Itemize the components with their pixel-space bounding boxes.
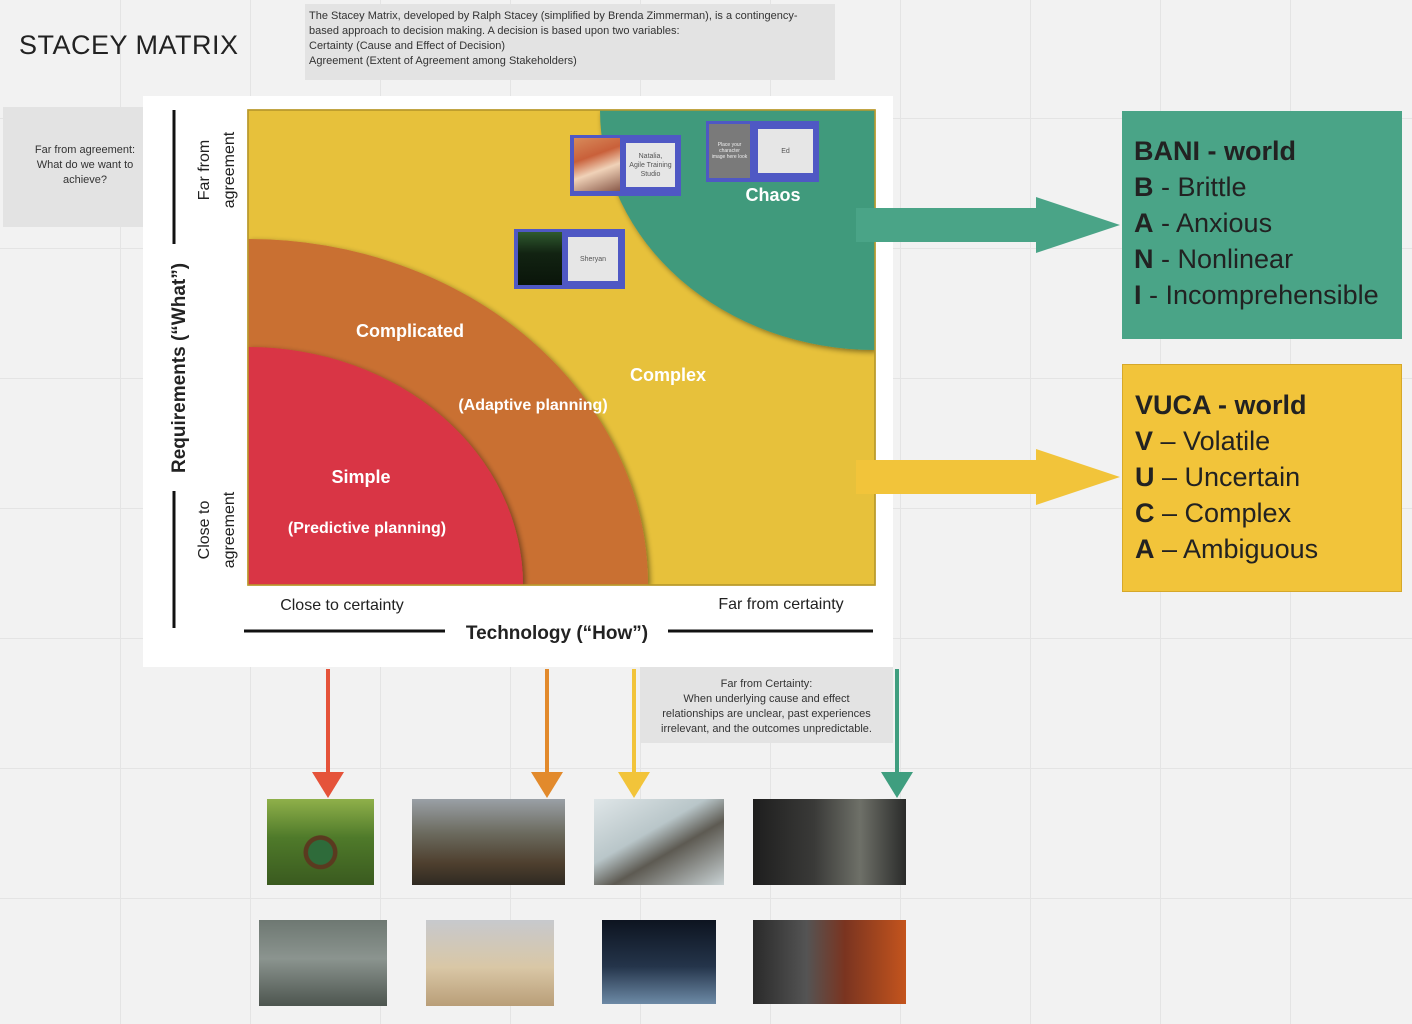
y-axis-title: Requirements (“What”) — [169, 263, 190, 473]
participant-name: Natalia, Agile Training Studio — [626, 143, 675, 187]
vuca-item: C – Complex — [1135, 498, 1292, 528]
simple-label: Simple — [331, 467, 390, 487]
bani-heading: BANI - world — [1134, 136, 1296, 166]
x-axis-title: Technology (“How”) — [466, 623, 648, 644]
certainty-note-line: Far from Certainty: — [720, 678, 813, 690]
x-axis-left-label: Close to certainty — [280, 597, 404, 614]
y-axis-bottom-label-line2: agreement — [221, 491, 238, 568]
droids-desert-image[interactable] — [426, 920, 554, 1006]
chaos-label: Chaos — [745, 185, 800, 205]
participant-name: Ed — [758, 129, 813, 173]
complex-label: Complex — [630, 365, 706, 385]
complicated-label: Complicated — [356, 321, 464, 341]
y-axis-top-label-line1: Far from — [196, 140, 213, 200]
certainty-note-line: When underlying cause and effect — [683, 693, 850, 705]
participant-avatar — [518, 232, 562, 285]
participant-card[interactable]: Natalia, Agile Training Studio — [570, 135, 681, 196]
hobbits-group-image[interactable] — [412, 799, 565, 885]
bani-arrow[interactable] — [856, 197, 1120, 253]
orange-down-arrow[interactable] — [531, 669, 563, 798]
certainty-sticky-note[interactable]: Far from Certainty: When underlying caus… — [640, 667, 893, 743]
bani-item: N - Nonlinear — [1134, 244, 1294, 274]
vuca-item: U – Uncertain — [1135, 462, 1301, 492]
fell-beast-image[interactable] — [594, 799, 724, 885]
x-axis-right-label: Far from certainty — [718, 596, 843, 613]
simple-zone — [248, 347, 523, 585]
vuca-world-box[interactable]: VUCA - world V – Volatile U – Uncertain … — [1122, 364, 1402, 592]
participant-name: Sheryan — [568, 237, 618, 281]
vuca-item: V – Volatile — [1135, 426, 1271, 456]
bani-world-box[interactable]: BANI - world B - Brittle A - Anxious N -… — [1122, 111, 1402, 339]
y-axis-top-label-line2: agreement — [221, 131, 238, 208]
participant-avatar — [574, 138, 620, 191]
bani-item: A - Anxious — [1134, 208, 1273, 238]
bani-item: I - Incomprehensible — [1134, 280, 1379, 310]
certainty-note-line: irrelevant, and the outcomes unpredictab… — [661, 723, 872, 735]
y-axis-bottom-label-line1: Close to — [196, 501, 213, 560]
green-down-arrow[interactable] — [881, 669, 913, 798]
agreement-sticky-note[interactable]: Far from agreement: What do we want to a… — [3, 107, 167, 227]
bani-item: B - Brittle — [1134, 172, 1247, 202]
intro-note-line: Certainty (Cause and Effect of Decision) — [309, 40, 506, 52]
placeholder-image: Place your character image here look — [709, 124, 750, 178]
vuca-item: A – Ambiguous — [1135, 534, 1319, 564]
vader-anakin-image[interactable] — [753, 920, 906, 1004]
intro-note-line: The Stacey Matrix, developed by Ralph St… — [309, 10, 798, 22]
complicated-sub-label: (Adaptive planning) — [458, 397, 607, 414]
agreement-note-line: Far from agreement: — [34, 144, 136, 156]
intro-sticky-note[interactable]: The Stacey Matrix, developed by Ralph St… — [305, 4, 835, 80]
jedi-temple-image[interactable] — [259, 920, 387, 1006]
intro-note-line: based approach to decision making. A dec… — [309, 25, 680, 37]
lightsaber-duel-image[interactable] — [602, 920, 716, 1004]
vuca-arrow[interactable] — [856, 449, 1120, 505]
yellow-down-arrow[interactable] — [618, 669, 650, 798]
simple-sub-label: (Predictive planning) — [288, 520, 446, 537]
certainty-note-line: relationships are unclear, past experien… — [662, 708, 871, 720]
hobbit-door-image[interactable] — [267, 799, 374, 885]
participant-card[interactable]: Sheryan — [514, 229, 625, 289]
vuca-heading: VUCA - world — [1135, 390, 1307, 420]
agreement-note-line: achieve? — [62, 174, 108, 186]
participant-card[interactable]: Place your character image here look Ed — [706, 121, 819, 182]
board-title: STACEY MATRIX — [19, 30, 239, 60]
red-down-arrow[interactable] — [312, 669, 344, 798]
agreement-note-line: What do we want to — [36, 159, 134, 171]
intro-note-line: Agreement (Extent of Agreement among Sta… — [309, 55, 577, 67]
gollum-frodo-image[interactable] — [753, 799, 906, 885]
